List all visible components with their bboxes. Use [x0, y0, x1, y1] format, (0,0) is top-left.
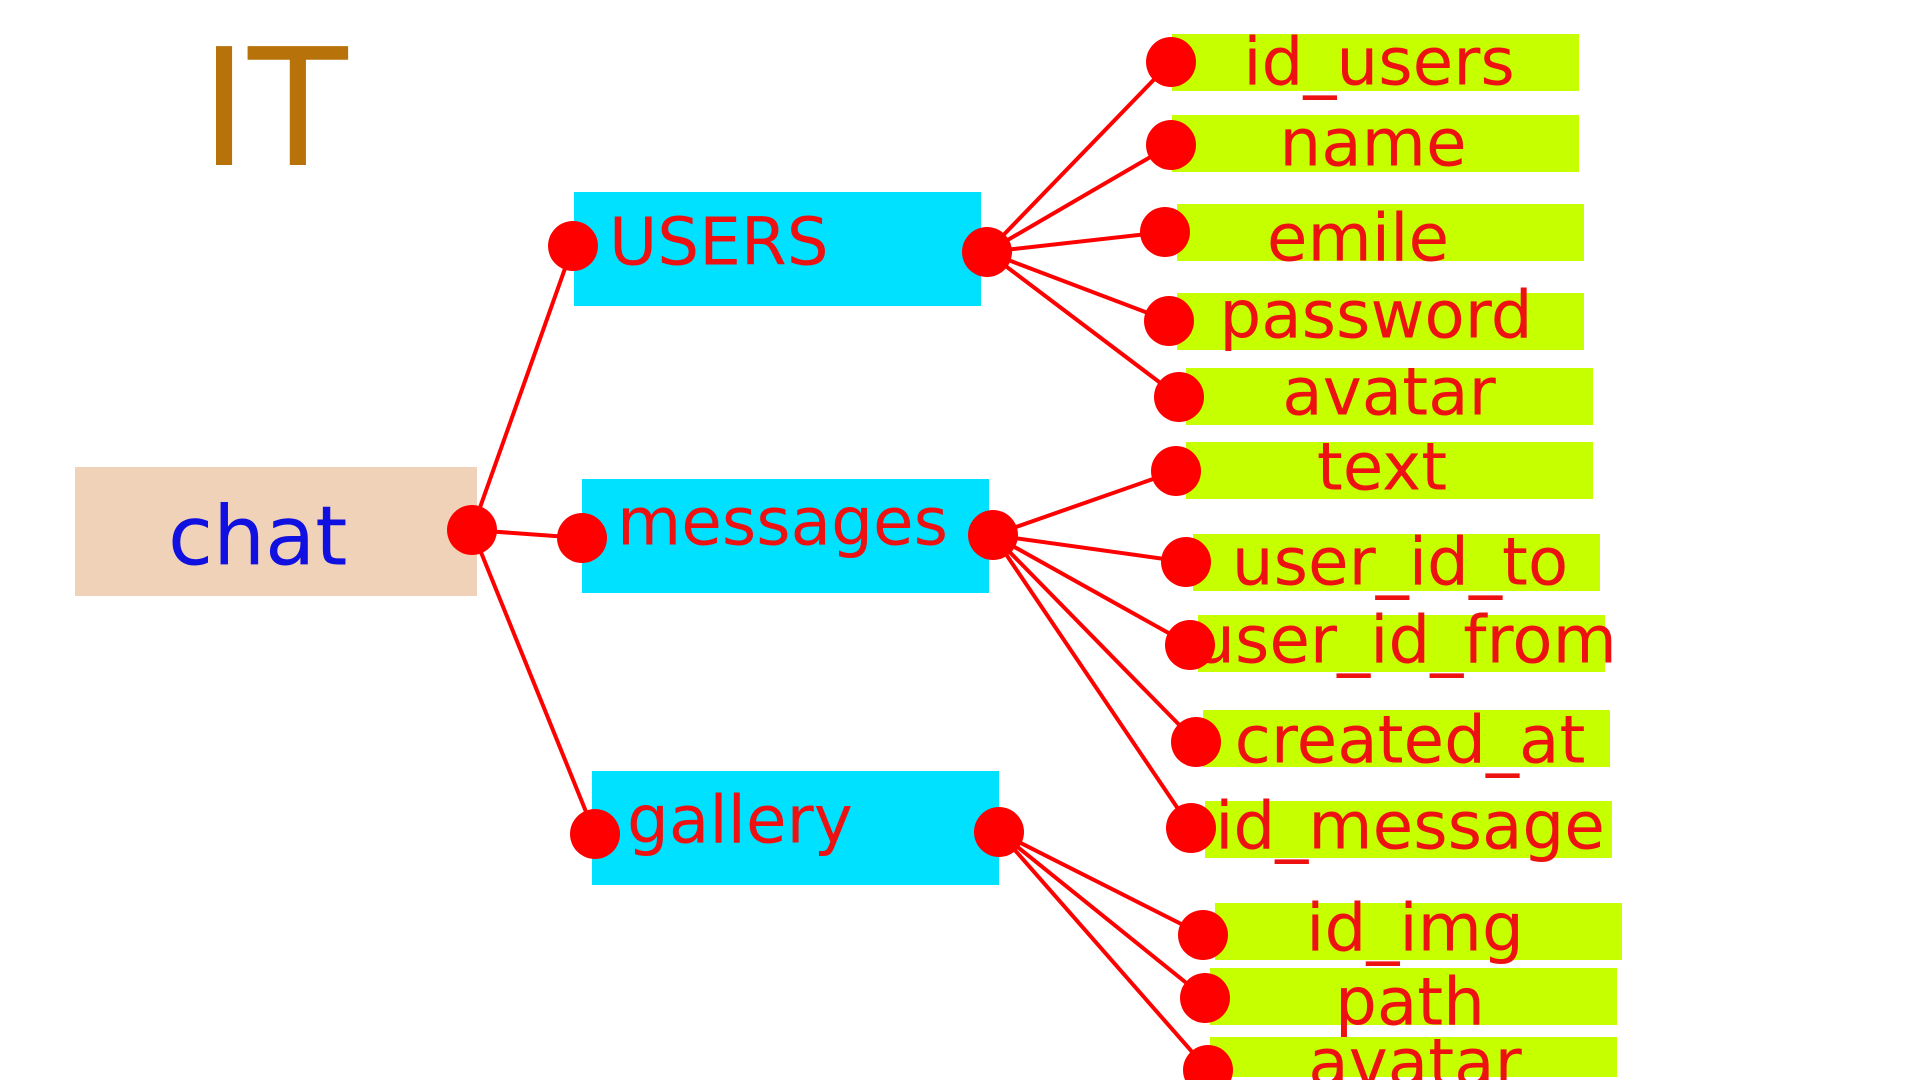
connector-node-dot: [570, 809, 620, 859]
field-box: [1193, 534, 1600, 591]
root-box: [75, 467, 477, 596]
connector-node-dot: [1171, 717, 1221, 767]
connector-lines: [470, 60, 1210, 1072]
connector-node-dot: [1151, 446, 1201, 496]
field-label: avatar: [1282, 354, 1496, 431]
field-label: avatar: [1308, 1025, 1522, 1080]
connector-line: [992, 469, 1177, 537]
field-box: [1203, 710, 1610, 767]
connector-node-dot: [974, 807, 1024, 857]
connector-node-dot: [548, 221, 598, 271]
connector-node-dot: [447, 505, 497, 555]
field-box: [1210, 1037, 1617, 1077]
field-avatar: avatar: [1186, 354, 1593, 431]
connector-node-dot: [1165, 620, 1215, 670]
field-box: [1210, 968, 1617, 1025]
connector-line: [997, 830, 1210, 1072]
field-label: user_id_from: [1193, 602, 1617, 679]
diagram-title: IT: [200, 15, 349, 204]
field-box: [1205, 801, 1612, 858]
field-box: [1172, 34, 1579, 91]
connector-node-dot: [1161, 537, 1211, 587]
connector-node-dot: [1146, 120, 1196, 170]
field-name: name: [1172, 105, 1579, 182]
field-created-at: created_at: [1203, 702, 1610, 779]
root-node: chat: [75, 467, 477, 596]
field-box: [1172, 115, 1579, 172]
connector-line: [470, 529, 597, 835]
connector-node-dot: [1140, 207, 1190, 257]
field-label: id_img: [1306, 890, 1524, 967]
field-box: [1186, 368, 1593, 425]
connector-line: [992, 533, 1187, 564]
connector-node-dot: [1154, 372, 1204, 422]
table-box: [592, 771, 999, 885]
field-box: [1177, 293, 1584, 350]
connector-line: [985, 143, 1173, 254]
root-label: chat: [168, 490, 347, 585]
field-label: id_users: [1243, 24, 1515, 101]
connector-line: [985, 60, 1173, 254]
field-label: emile: [1267, 200, 1449, 277]
connector-line: [470, 245, 575, 531]
connector-node-dot: [1178, 910, 1228, 960]
field-id-users: id_users: [1172, 24, 1579, 101]
field-id-message: id_message: [1205, 788, 1612, 865]
table-gallery: gallery: [592, 771, 999, 885]
table-messages: messages: [582, 479, 989, 593]
field-label: user_id_to: [1232, 524, 1568, 601]
field-user-id-to: user_id_to: [1193, 524, 1600, 601]
field-emile: emile: [1177, 200, 1584, 277]
field-path: path: [1210, 964, 1617, 1041]
table-users: USERS: [574, 192, 981, 306]
connector-node-dot: [1183, 1045, 1233, 1080]
connector-node-dot: [1144, 296, 1194, 346]
field-box: [1198, 615, 1605, 672]
connector-node-dot: [962, 227, 1012, 277]
field-gallery-avatar: avatar: [1210, 1025, 1617, 1080]
field-box: [1215, 903, 1622, 960]
connector-line: [986, 250, 1170, 323]
connector-line: [986, 230, 1166, 254]
field-box: [1177, 204, 1584, 261]
connector-line: [998, 830, 1204, 937]
connector-line: [992, 533, 1191, 647]
connector-nodes: [447, 37, 1233, 1080]
connector-line: [997, 830, 1207, 1000]
field-label: text: [1317, 429, 1447, 506]
connector-line: [991, 533, 1198, 744]
table-label: USERS: [609, 204, 829, 281]
table-box: [574, 192, 981, 306]
field-password: password: [1177, 277, 1584, 354]
field-label: password: [1219, 277, 1532, 354]
connector-line: [991, 533, 1193, 830]
field-id-img: id_img: [1215, 890, 1622, 967]
field-label: created_at: [1235, 702, 1586, 779]
table-box: [582, 479, 989, 593]
connector-node-dot: [968, 510, 1018, 560]
field-label: name: [1279, 105, 1466, 182]
field-box: [1186, 442, 1593, 499]
field-text: text: [1186, 429, 1593, 506]
connector-node-dot: [557, 513, 607, 563]
connector-node-dot: [1180, 973, 1230, 1023]
field-label: path: [1335, 964, 1485, 1041]
connector-node-dot: [1146, 37, 1196, 87]
table-label: gallery: [627, 782, 853, 859]
table-label: messages: [617, 484, 948, 561]
field-label: id_message: [1215, 788, 1605, 865]
field-user-id-from: user_id_from: [1193, 602, 1617, 679]
connector-node-dot: [1166, 803, 1216, 853]
connector-line: [985, 250, 1181, 399]
